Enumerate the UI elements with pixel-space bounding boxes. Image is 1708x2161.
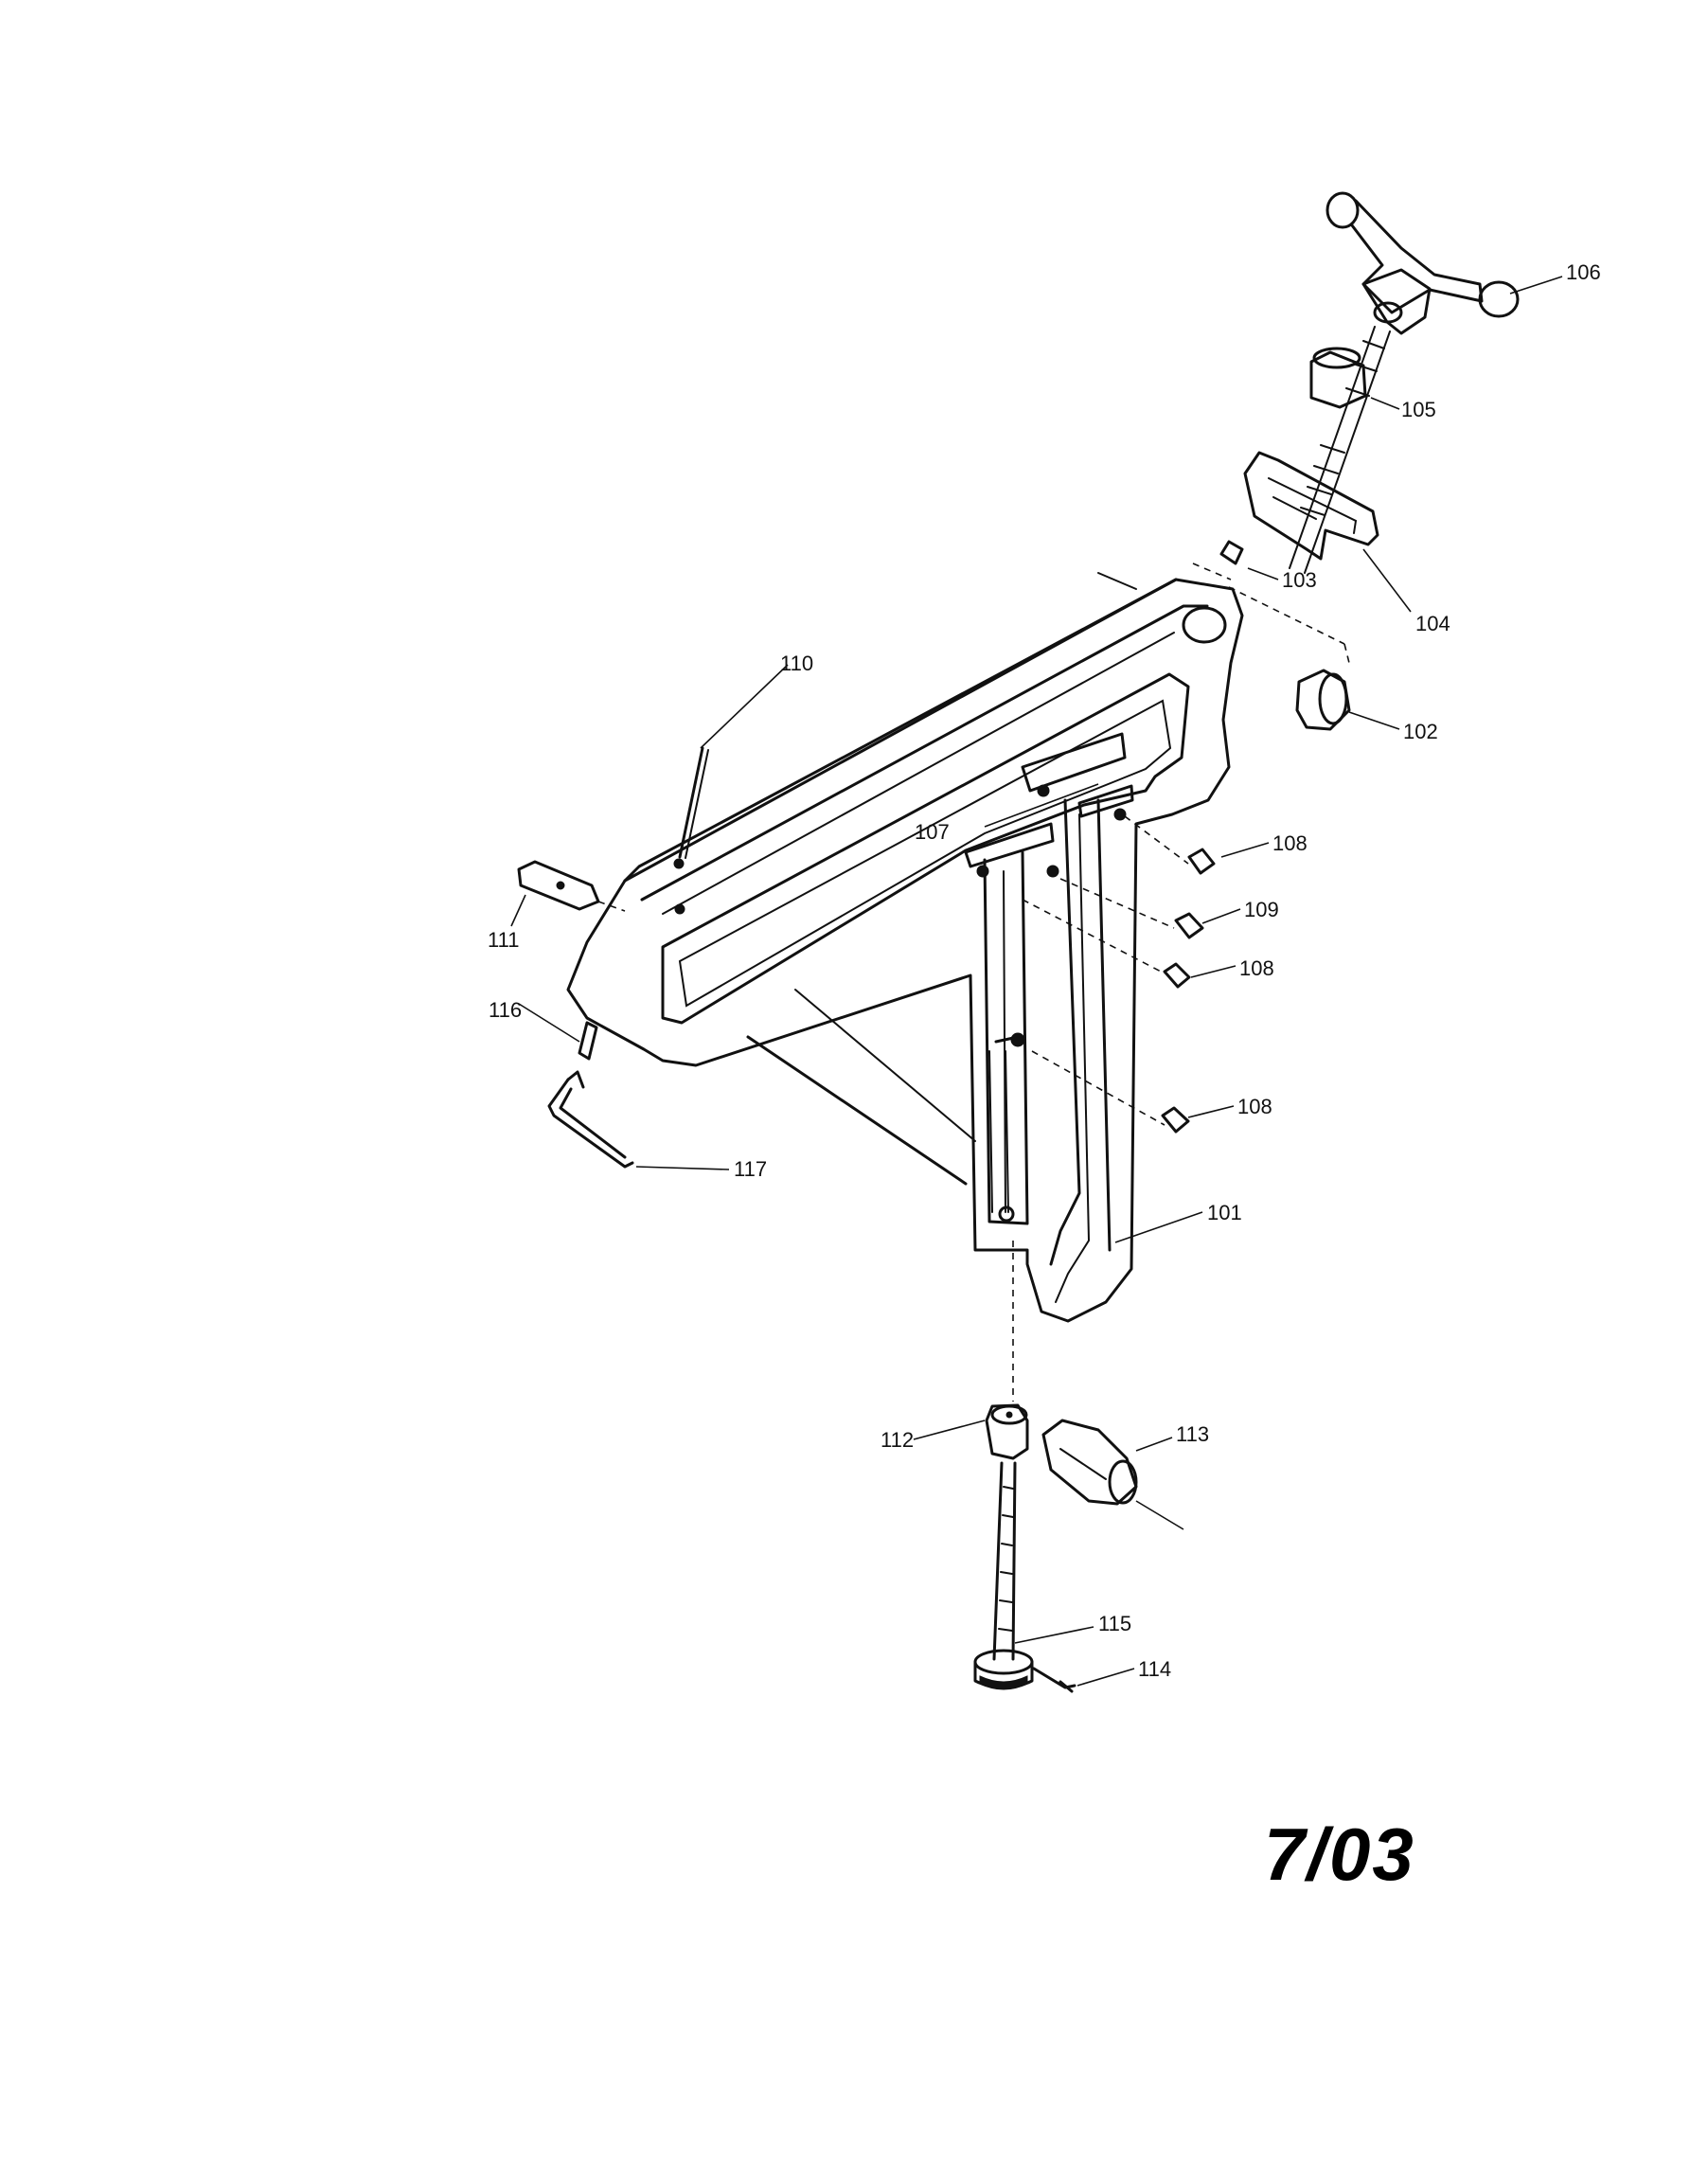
part-110-label: 110 bbox=[780, 652, 813, 675]
leader-lines bbox=[510, 276, 1563, 1687]
clamp-handle-assembly bbox=[1097, 191, 1520, 664]
part-111-label: 111 bbox=[488, 928, 519, 952]
part-112-label: 112 bbox=[881, 1428, 914, 1452]
date-stamp: 7/03 bbox=[1264, 1813, 1415, 1896]
part-105-label: 105 bbox=[1401, 398, 1436, 421]
part-108-label: 108 bbox=[1272, 831, 1308, 855]
part-114-label: 114 bbox=[1138, 1657, 1171, 1681]
part-113-label: 113 bbox=[1176, 1422, 1209, 1446]
part-106-label: 106 bbox=[1566, 260, 1601, 284]
part-117-label: 117 bbox=[734, 1157, 767, 1181]
part-103-label: 103 bbox=[1282, 568, 1317, 592]
plate-111-shape bbox=[517, 860, 626, 912]
thread-marks bbox=[1300, 340, 1385, 516]
part-101-label: 101 bbox=[1207, 1201, 1242, 1224]
pins-and-screws bbox=[1022, 815, 1216, 1134]
pin-110-shape bbox=[673, 746, 709, 869]
part-107-label: 107 bbox=[915, 820, 950, 844]
part-108-label: 108 bbox=[1239, 956, 1274, 980]
part-labels: 106 105 103 104 102 110 107 108 109 108 … bbox=[488, 260, 1601, 1681]
part-116-label: 116 bbox=[489, 998, 522, 1022]
bracket-frame bbox=[566, 578, 1244, 1323]
part-104-label: 104 bbox=[1415, 612, 1450, 635]
knob-102-shape bbox=[1295, 669, 1351, 731]
lower-assembly bbox=[973, 1241, 1184, 1693]
part-115-label: 115 bbox=[1098, 1612, 1131, 1635]
part-109-label: 109 bbox=[1244, 898, 1279, 921]
part-102-label: 102 bbox=[1403, 720, 1438, 743]
part-108-label: 108 bbox=[1237, 1095, 1272, 1118]
hex-key-shape bbox=[547, 1021, 634, 1169]
